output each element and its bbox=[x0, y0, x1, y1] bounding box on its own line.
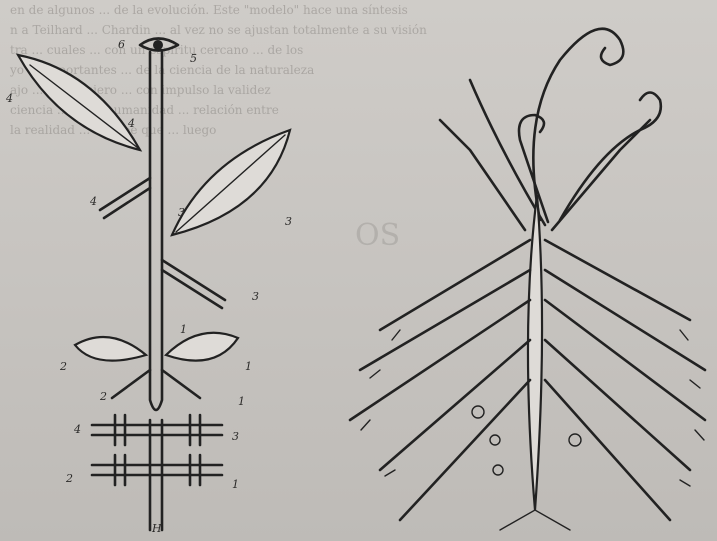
figure-label: 1 bbox=[245, 360, 252, 373]
small-leaflet bbox=[490, 435, 500, 445]
background-text-line: n a Teilhard ... Chardin ... al vez no s… bbox=[10, 23, 427, 37]
left-branches bbox=[350, 240, 530, 520]
figure-label: 2 bbox=[59, 360, 67, 373]
figure-label: 2 bbox=[99, 390, 107, 403]
figure-label: 3 bbox=[252, 290, 259, 303]
small-leaflet bbox=[472, 406, 484, 418]
figure-label: 3 bbox=[232, 430, 239, 443]
figure-label: 2 bbox=[65, 472, 73, 485]
eye-pupil bbox=[153, 40, 163, 50]
root-grid-horizontal bbox=[92, 425, 222, 475]
fern-drawing bbox=[350, 29, 705, 530]
figure-label: 4 bbox=[73, 423, 81, 436]
left-branch bbox=[100, 178, 150, 218]
figure-label: 4 bbox=[127, 117, 135, 130]
background-heading: OS bbox=[355, 218, 400, 253]
figure-label: 3 bbox=[285, 215, 292, 228]
background-text-line: ciencia ... ... de humanidad ... relació… bbox=[10, 103, 279, 117]
figure-label: 1 bbox=[232, 478, 239, 491]
figure-label: H bbox=[151, 522, 162, 535]
lower-right-leaf bbox=[166, 333, 238, 361]
small-leaflet bbox=[569, 434, 581, 446]
figure-label: 5 bbox=[190, 52, 197, 65]
lower-left-leaf bbox=[75, 337, 146, 361]
right-branch bbox=[162, 260, 225, 308]
figure-label: 6 bbox=[118, 38, 125, 51]
background-text-line: en de algunos ... de la evolución. Este … bbox=[10, 3, 408, 17]
figure-label: 1 bbox=[180, 323, 187, 336]
lower-branches bbox=[112, 370, 200, 398]
figure-label: 1 bbox=[238, 395, 245, 408]
figure-label: 4 bbox=[89, 195, 97, 208]
right-branches bbox=[545, 240, 705, 520]
ground-lines bbox=[500, 510, 570, 530]
leaf-vein bbox=[176, 135, 285, 232]
figure-label: 4 bbox=[5, 92, 13, 105]
figure-label: 3 bbox=[178, 206, 185, 219]
central-spear bbox=[528, 195, 542, 510]
small-leaflet bbox=[493, 465, 503, 475]
